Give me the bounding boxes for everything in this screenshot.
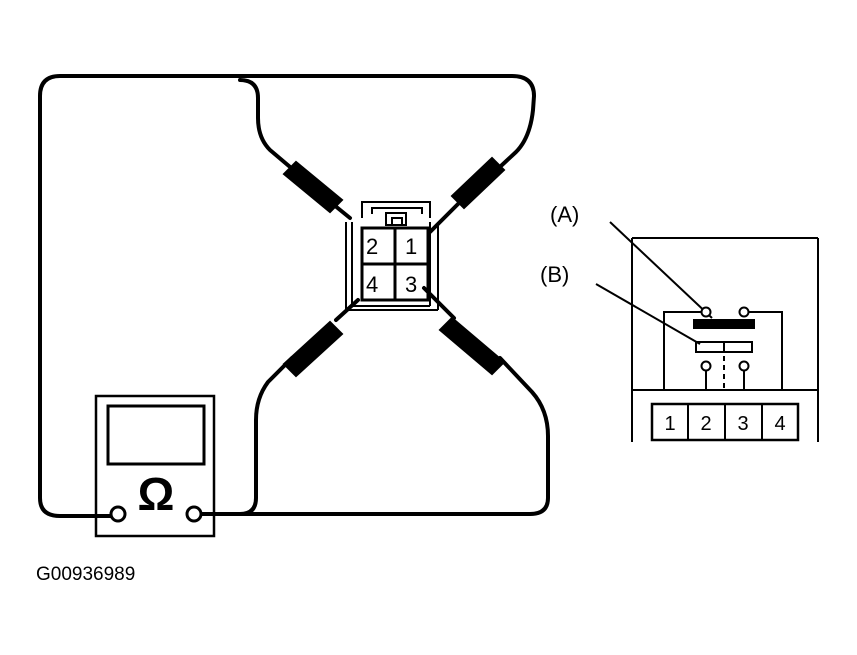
lead-wire-bottom-right [238,286,550,516]
meter-terminal-right [185,505,203,523]
probe-top-right [450,156,506,210]
probe-top-left [282,160,344,214]
ohmmeter [94,394,216,538]
callout-B: (B) [540,262,569,287]
probe-bottom-left [282,320,344,378]
figure-id: G00936989 [36,564,135,585]
callout-A: (A) [550,202,579,227]
connector-pin-4: 4 [366,272,378,297]
meter-terminal-left [109,505,127,523]
connector-pin-3: 3 [405,272,417,297]
relay-terminal-3: 3 [737,413,748,435]
relay-contact-A [693,319,755,329]
connector-pin-1: 1 [405,234,417,259]
relay-terminal-2: 2 [700,413,711,435]
connector [345,201,439,311]
relay-terminal-1: 1 [664,413,675,435]
relay-schematic [595,221,819,442]
ohm-symbol-icon: Ω [138,468,175,520]
connector-pin-2: 2 [366,234,378,259]
probe-bottom-right [438,316,506,376]
relay-terminal-4: 4 [774,413,785,435]
lead-wire-top-right [38,74,536,518]
